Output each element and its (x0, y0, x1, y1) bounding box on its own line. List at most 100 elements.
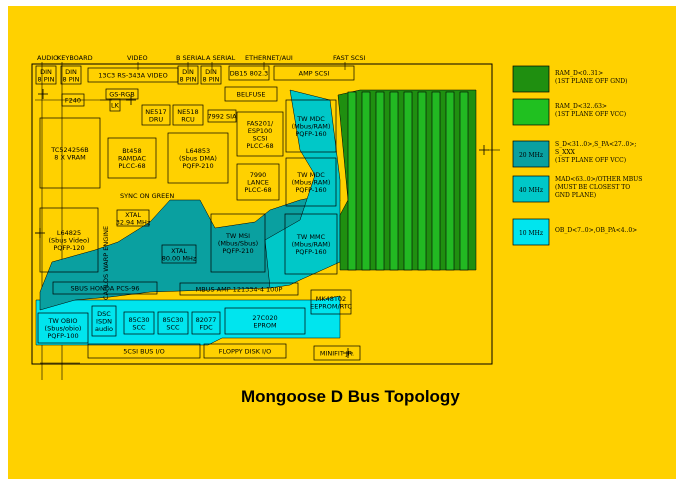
chip-outline (273, 65, 355, 81)
chip-outline (203, 343, 287, 359)
chip-label-line: DIN (205, 68, 217, 76)
chip-label-line: 13C3 RS-343A VIDEO (98, 72, 168, 80)
chip-outline (224, 86, 278, 102)
chip-label-line: PQFP-120 (53, 244, 84, 252)
chip-tw-mdc-1: TW MDC(Mbus/RAM)PQFP-160 (285, 99, 337, 153)
chip-outline (285, 99, 337, 153)
chip-outline (200, 65, 222, 85)
chip-outline (61, 93, 85, 107)
chip-label-line: PQFP-100 (47, 332, 78, 340)
chip-label-line: FDC (199, 323, 213, 331)
chip-outline (109, 98, 121, 112)
chip-label-line: PQFP-210 (222, 247, 253, 255)
chip-label-line: SBUS HONDA PCS-96 (70, 285, 139, 293)
chip-label-line: (Sbus Video) (48, 237, 89, 245)
diagram-title: Mongoose D Bus Topology (241, 387, 460, 406)
board-outline (31, 63, 493, 365)
sync-on-green-label: SYNC ON GREEN (120, 192, 174, 200)
chip-label-line: PLCC-68 (246, 142, 273, 150)
chip-mbus-amp: MBUS AMP 121334-4 100P (179, 282, 299, 296)
chip-outline (52, 281, 158, 295)
chip-label-line: PLCC-68 (244, 186, 271, 194)
chip-label-line: (Mbus/Sbus) (218, 240, 258, 248)
chip-label-line: DRU (149, 115, 164, 123)
chip-label-line: LANCE (247, 179, 269, 187)
chip-sbus-honda: SBUS HONDA PCS-96 (52, 281, 158, 295)
chip-outline (37, 312, 89, 344)
chip-label-line: 80.00 MHz (162, 254, 197, 262)
chip-label-line: DSC (97, 310, 111, 318)
chip-label-line: AMP SCSI (299, 70, 330, 78)
chip-outline (167, 132, 229, 184)
chip-outline (228, 65, 270, 81)
chip-outline (313, 345, 361, 361)
chip-outline (177, 65, 199, 85)
chip-label-line: RCU (181, 115, 195, 123)
chip-label-line: PQFP-160 (295, 186, 326, 194)
chip-label-line: L64825 (57, 229, 81, 237)
chip-label-line: DIN (40, 68, 52, 76)
chip-label-line: TW MDC (296, 115, 325, 123)
chip-label-line: (Mbus/RAM) (292, 241, 331, 249)
chip-label-line: MK48T02 (316, 295, 346, 303)
chip-amp-scsi: AMP SCSI (273, 65, 355, 81)
chip-label-line: 8 PIN (203, 75, 220, 83)
chip-lk: LK (109, 98, 121, 112)
chip-outline (105, 88, 139, 100)
chip-belfuse: BELFUSE (224, 86, 278, 102)
connector-a-serial-label: A SERIAL (206, 54, 236, 62)
chip-label-line: NE517 (145, 108, 166, 116)
chip-label-line: EPROM (253, 321, 276, 329)
chip-label-line: LK (111, 102, 120, 110)
chip-label-line: 85C30 (162, 316, 183, 324)
chip-outline (39, 207, 99, 273)
chip-label-line: 82077 (196, 316, 217, 324)
chip-f240: F240 (61, 93, 85, 107)
chip-outline (116, 209, 150, 227)
chip-outline (191, 311, 221, 335)
chip-label-line: DIN (182, 68, 194, 76)
chip-label-line: TW MDC (296, 171, 325, 179)
chip-label-line: L64853 (186, 147, 210, 155)
carlos-warp-engine-label: CARLOS WARP ENGINE (102, 226, 110, 300)
chip-tw-mdc-2: TW MDC(Mbus/RAM)PQFP-160 (285, 157, 337, 207)
chip-label-line: ESP100 (248, 127, 273, 135)
chip-label-line: PLCC-68 (118, 162, 145, 170)
chip-label-line: 32.94 MHz (116, 218, 151, 226)
chip-label-line: 27C020 (252, 314, 277, 322)
chip-label-line: 8 PIN (63, 75, 80, 83)
chip-label-line: SCC (132, 323, 146, 331)
chip-label-line: DIN (65, 68, 77, 76)
chip-label-line: (Mbus/RAM) (292, 123, 331, 131)
chip-label-line: DB15 802.3 (230, 70, 268, 78)
chip-label-line: RAMDAC (118, 155, 147, 163)
chip-label-line: (Sbus/obio) (45, 325, 82, 333)
mad-bus-region (264, 89, 341, 289)
chip-label-line: PQFP-210 (182, 162, 213, 170)
chip-label-line: PQFP-160 (295, 130, 326, 138)
chip-outline (141, 104, 171, 126)
chip-outline (123, 311, 155, 335)
chip-label-line: XTAL (125, 211, 141, 219)
chip-label-line: SCC (166, 323, 180, 331)
chip-label-line: 85C30 (128, 316, 149, 324)
chip-outline (310, 289, 352, 315)
chip-label-line: TW OBIO (47, 317, 77, 325)
chip-label-line: MBUS AMP 121334-4 100P (196, 286, 283, 294)
chip-label-line: ISDN (96, 318, 112, 326)
chip-tw-obio: TW OBIO(Sbus/obio)PQFP-100 (37, 312, 89, 344)
chip-label-line: TC524256B (50, 146, 88, 154)
chip-scsi-bus: 5CSI BUS I/O (87, 343, 201, 359)
